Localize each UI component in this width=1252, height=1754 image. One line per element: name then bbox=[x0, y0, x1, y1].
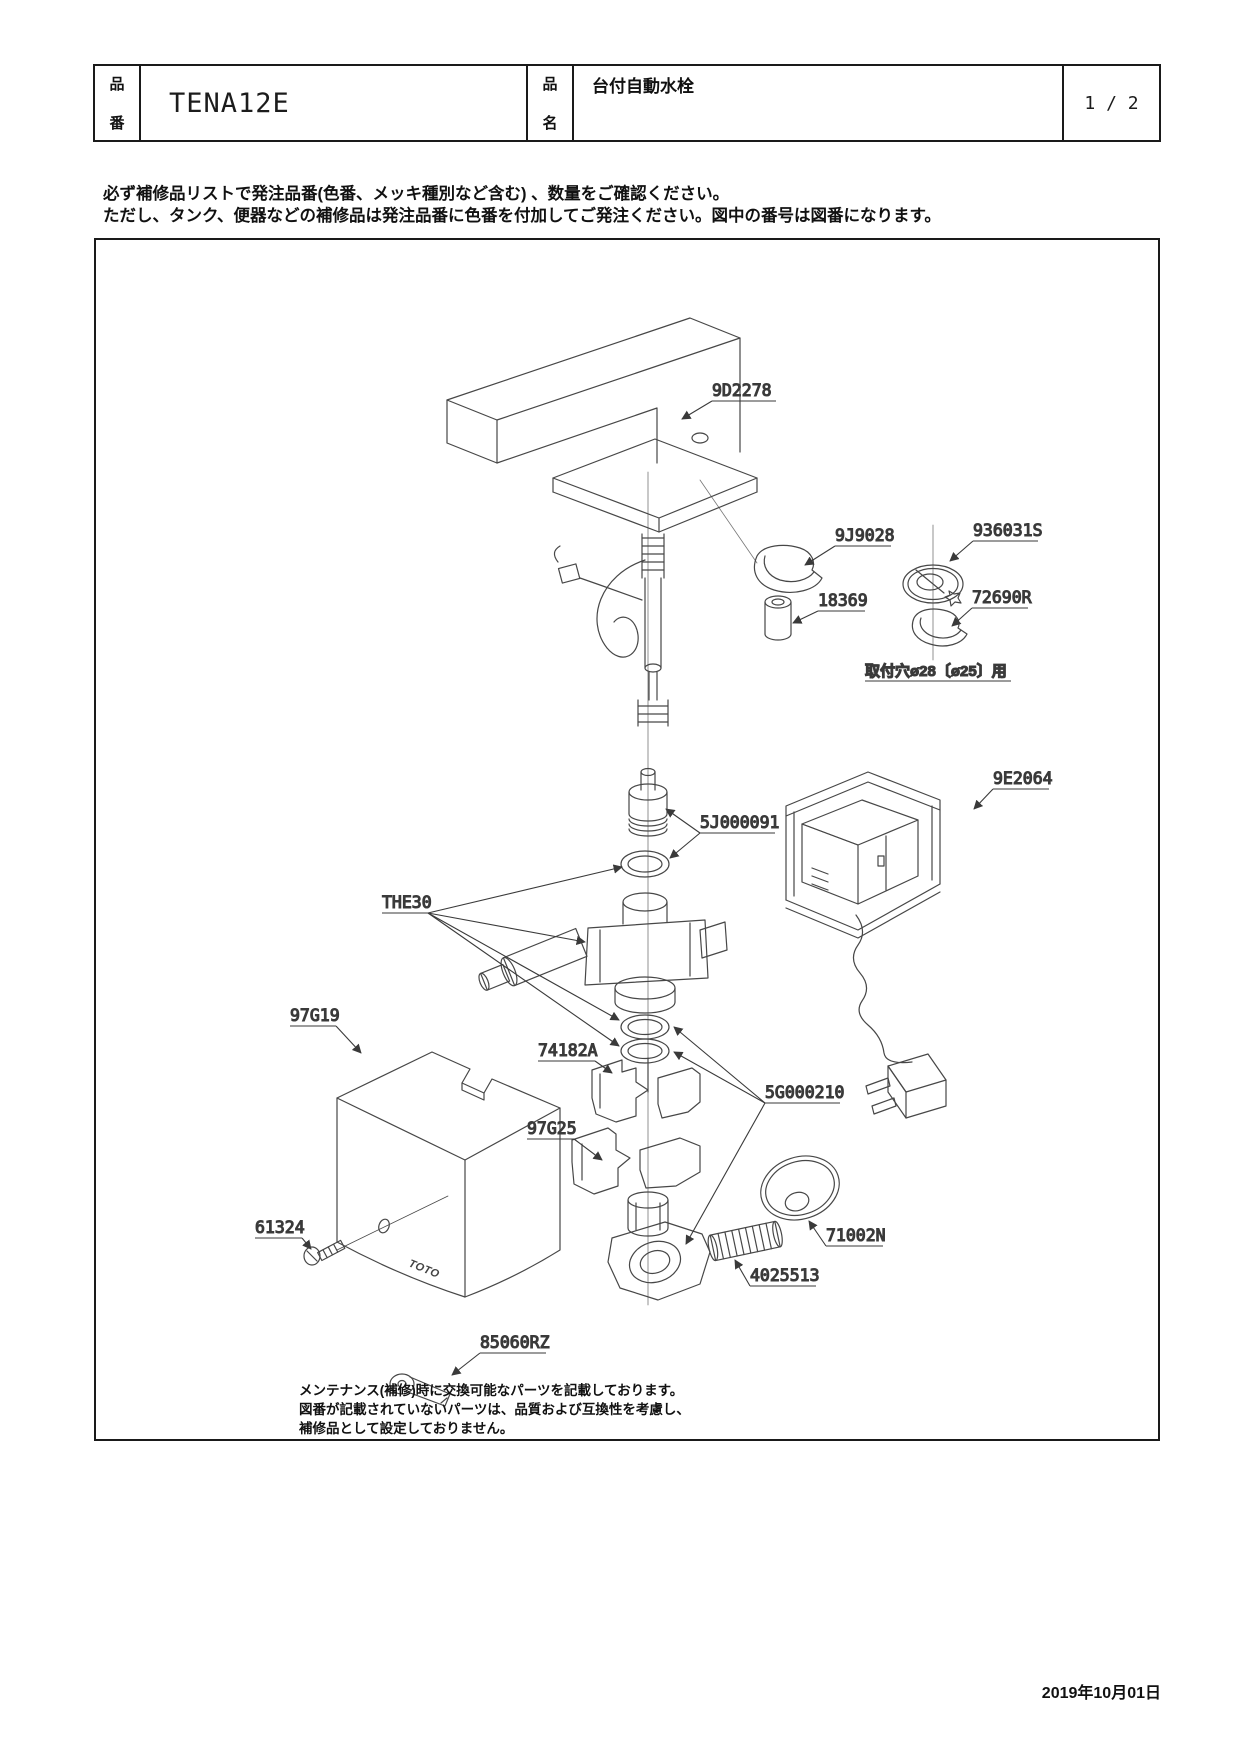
clamp-a-drawing bbox=[591, 1057, 701, 1123]
part-number-label-char2: 番 bbox=[109, 115, 125, 132]
part-number-text: 97G19 bbox=[290, 1006, 340, 1025]
part-number-text: 5G000210 bbox=[765, 1083, 844, 1102]
part-number-text: 71002N bbox=[826, 1226, 886, 1245]
part-number-text: 72690R bbox=[972, 588, 1032, 607]
part-number-text: 9J9028 bbox=[835, 526, 895, 545]
part-number-text: 61324 bbox=[255, 1218, 305, 1237]
maintenance-note: メンテナンス(補修)時に交換可能なパーツを記載しております。 図番が記載されてい… bbox=[299, 1381, 690, 1438]
product-name-value: 台付自動水栓 bbox=[574, 66, 1064, 140]
upper-clamp-drawing bbox=[753, 544, 823, 593]
maintenance-note-line3: 補修品として設定しておりません。 bbox=[299, 1421, 514, 1436]
faucet-shaft-drawing bbox=[553, 533, 669, 727]
clamp-axis-line bbox=[699, 479, 758, 564]
product-name-label-char1: 品 bbox=[542, 76, 558, 93]
product-name-label: 品 名 bbox=[528, 66, 574, 140]
mounting-hole-note: 取付穴ø28〔ø25〕用 bbox=[864, 661, 1011, 682]
order-notice-line2: ただし、タンク、便器などの補修品は発注品番に色番を付加してご発注ください。図中の… bbox=[103, 207, 941, 225]
part-number-text: 85060RZ bbox=[480, 1333, 550, 1352]
inlet-connector-drawing bbox=[607, 1191, 711, 1301]
part-number-text: 97G25 bbox=[527, 1119, 577, 1138]
spout-drawing bbox=[446, 317, 758, 533]
part-number-text: 4025513 bbox=[750, 1266, 820, 1285]
escutcheon-drawing bbox=[760, 1155, 840, 1221]
clamp-ring-drawing bbox=[911, 608, 968, 647]
screw-drawing bbox=[303, 1195, 449, 1266]
part-label-screw: 61324 bbox=[254, 1217, 312, 1250]
order-notice: 必ず補修品リストで発注品番(色番、メッキ種別など含む) 、数量をご確認ください。… bbox=[103, 183, 941, 227]
part-number-text: THE30 bbox=[382, 893, 432, 912]
oring1-drawing bbox=[620, 850, 670, 878]
part-label-clamp-ring: 72690R bbox=[951, 587, 1032, 627]
issue-date: 2019年10月01日 bbox=[1041, 1685, 1161, 1702]
part-label-nipple: 4025513 bbox=[734, 1259, 820, 1287]
part-number-label-char1: 品 bbox=[109, 76, 125, 93]
cartridge-drawing bbox=[628, 767, 668, 837]
order-notice-line1: 必ず補修品リストで発注品番(色番、メッキ種別など含む) 、数量をご確認ください。 bbox=[103, 185, 730, 203]
part-label-controller: 9E2064 bbox=[973, 768, 1053, 810]
oring2-drawing bbox=[620, 1014, 670, 1040]
part-label-clamp-a: 74182A bbox=[537, 1040, 613, 1074]
part-label-escutcheon: 71002N bbox=[808, 1220, 886, 1247]
diagram-border bbox=[94, 238, 1160, 1441]
valve-unit-drawing bbox=[478, 892, 728, 1014]
part-number-value: TENA12E bbox=[141, 66, 528, 140]
maintenance-note-line2: 図番が記載されていないパーツは、品質および互換性を考慮し、 bbox=[299, 1402, 690, 1417]
part-label-clamp-upper: 9J9028 bbox=[804, 525, 895, 566]
flange-drawing bbox=[902, 564, 964, 607]
key-drawing bbox=[389, 1373, 451, 1407]
nipple-drawing bbox=[707, 1220, 783, 1262]
cover-drawing bbox=[336, 1051, 561, 1298]
part-number-label: 品 番 bbox=[95, 66, 141, 140]
oring3-drawing bbox=[620, 1038, 670, 1064]
product-name-label-char2: 名 bbox=[542, 115, 558, 132]
spacer-drawing bbox=[764, 595, 792, 641]
part-number-text: 9E2064 bbox=[993, 769, 1053, 788]
part-number-text: 936031S bbox=[973, 521, 1043, 540]
part-label-cartridge: 5J000091 bbox=[665, 808, 780, 859]
part-label-flange: 936031S bbox=[949, 520, 1043, 562]
part-label-oring-set: 5G000210 bbox=[673, 1026, 845, 1245]
mounting-hole-text: 取付穴ø28〔ø25〕用 bbox=[865, 662, 1007, 680]
part-number-text: 5J000091 bbox=[700, 813, 779, 832]
controller-drawing bbox=[785, 771, 947, 1119]
part-number-text: 18369 bbox=[818, 591, 868, 610]
part-label-cover: 97G19 bbox=[289, 1005, 362, 1054]
part-label-valve-unit: THE30 bbox=[381, 864, 623, 1047]
part-number-text: 74182A bbox=[538, 1041, 598, 1060]
exploded-diagram: 9D2278 9J9028 18369 936031S 72690R 取付穴ø2… bbox=[94, 238, 1160, 1441]
page-indicator: 1 / 2 bbox=[1084, 92, 1139, 114]
part-number-text: 9D2278 bbox=[712, 381, 772, 400]
part-label-clamp-b: 97G25 bbox=[526, 1118, 603, 1161]
title-block: 品 番 TENA12E 品 名 台付自動水栓 1 / 2 bbox=[93, 64, 1161, 142]
part-label-spacer: 18369 bbox=[792, 590, 868, 624]
part-label-spout: 9D2278 bbox=[681, 380, 776, 420]
part-label-key: 85060RZ bbox=[451, 1332, 550, 1376]
clamp-b-drawing bbox=[571, 1127, 701, 1195]
maintenance-note-line1: メンテナンス(補修)時に交換可能なパーツを記載しております。 bbox=[299, 1383, 684, 1398]
